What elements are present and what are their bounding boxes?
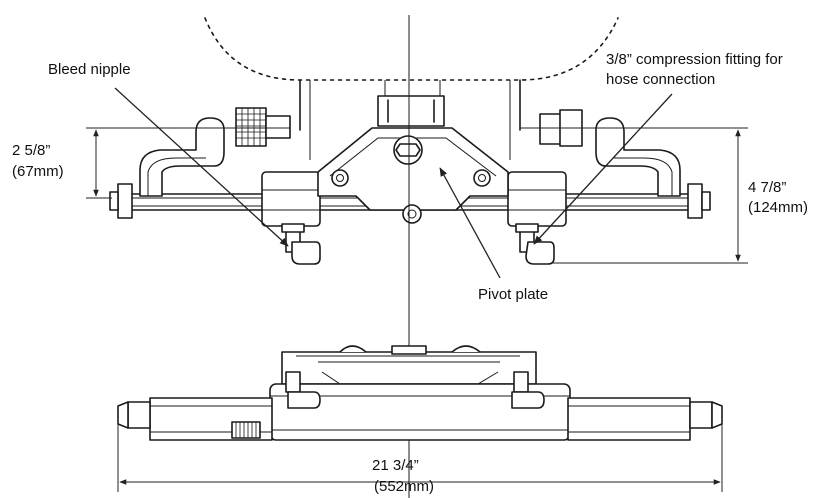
dim-width-in: 21 3/4” xyxy=(372,457,419,474)
dimension-left-height xyxy=(86,127,290,199)
leader-bleed-nipple xyxy=(114,87,289,247)
bottom-view xyxy=(117,345,723,441)
dim-right-mm: (124mm) xyxy=(748,199,808,216)
left-cylinder-block xyxy=(261,171,321,227)
leader-fitting xyxy=(533,93,673,245)
bottom-right-fitting xyxy=(511,371,545,409)
motor-housing xyxy=(204,17,619,81)
dim-width-mm: (552mm) xyxy=(374,478,434,495)
label-pivot-plate: Pivot plate xyxy=(478,286,548,303)
top-view xyxy=(109,17,711,265)
label-fitting-line2: hose connection xyxy=(606,71,715,88)
right-bleed-nipple xyxy=(515,223,555,265)
label-bleed-nipple: Bleed nipple xyxy=(48,61,131,78)
right-hose-fitting xyxy=(595,117,681,197)
left-bleed-nipple xyxy=(281,223,321,265)
dim-left-mm: (67mm) xyxy=(12,163,64,180)
dim-left-in: 2 5/8” xyxy=(12,142,50,159)
left-hose-fitting xyxy=(139,117,225,197)
label-fitting-line1: 3/8” compression fitting for xyxy=(606,51,783,68)
dimension-right-height xyxy=(520,127,748,264)
leader-pivot-plate xyxy=(439,167,501,279)
dim-right-in: 4 7/8” xyxy=(748,179,786,196)
bottom-left-fitting xyxy=(285,371,321,409)
dimension-overall-width xyxy=(117,418,723,492)
